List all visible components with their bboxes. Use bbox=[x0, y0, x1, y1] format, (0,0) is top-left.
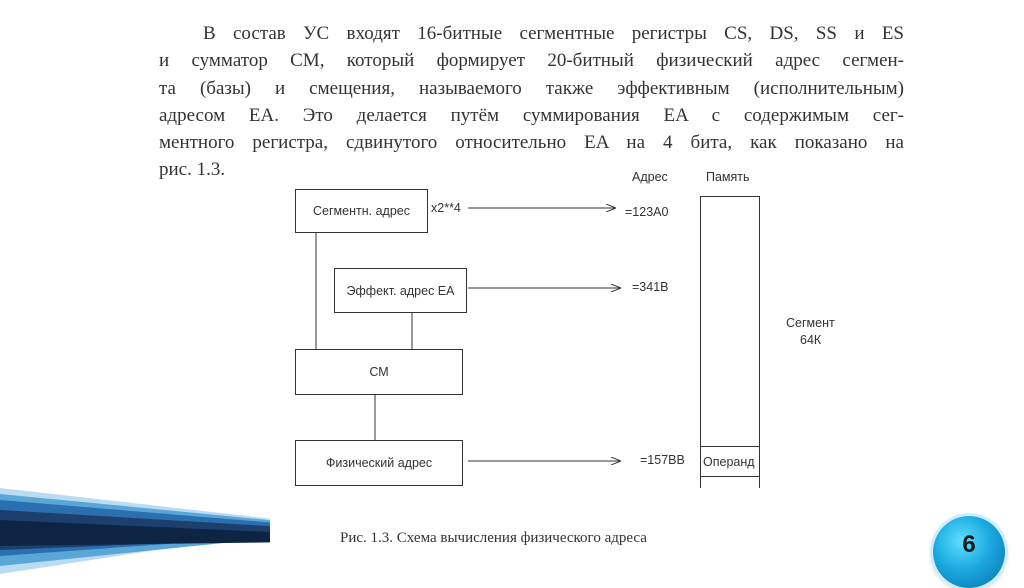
physical-address-box: Физический адрес bbox=[295, 440, 463, 486]
segment-size-label-line1: Сегмент bbox=[786, 316, 835, 330]
body-paragraph: В состав УС входят 16-битные сегментные … bbox=[159, 20, 904, 184]
paragraph-line: адресом EA. Это делается путём суммирова… bbox=[159, 104, 904, 126]
adder-box: СМ bbox=[295, 349, 463, 395]
effective-address-value: =341B bbox=[632, 280, 669, 294]
memory-header: Память bbox=[706, 170, 750, 184]
paragraph-line: рис. 1.3. bbox=[159, 159, 226, 181]
paragraph-line: ментного регистра, сдвинутого относитель… bbox=[159, 132, 904, 154]
paragraph-line: и сумматор СМ, который формирует 20-битн… bbox=[159, 50, 904, 72]
segment-address-label: Сегментн. адрес bbox=[313, 204, 410, 218]
physical-address-label: Физический адрес bbox=[325, 456, 433, 470]
segment-size-label-line2: 64К bbox=[800, 333, 822, 347]
figure-caption: Рис. 1.3. Схема вычисления физического а… bbox=[340, 530, 647, 546]
effective-address-box: Эффект. адрес EA bbox=[334, 268, 467, 313]
segment-address-box: Сегментн. адрес bbox=[295, 189, 428, 233]
page-number-badge: 6 bbox=[933, 516, 1005, 588]
physical-address-value: =157BB bbox=[640, 453, 685, 467]
shift-label: x2**4 bbox=[431, 201, 461, 215]
memory-operand-top bbox=[700, 446, 760, 447]
paragraph-line: В состав УС входят 16-битные сегментные … bbox=[203, 23, 904, 44]
memory-segment-top bbox=[700, 196, 760, 197]
paragraph-line: та (базы) и смещения, называемого также … bbox=[159, 77, 904, 99]
diagram-connectors bbox=[315, 0, 1024, 574]
page-number: 6 bbox=[962, 531, 976, 558]
adder-label: СМ bbox=[369, 365, 389, 379]
segment-address-value: =123A0 bbox=[625, 205, 669, 219]
address-header: Адрес bbox=[632, 170, 668, 184]
operand-label: Операнд bbox=[703, 455, 755, 469]
memory-operand-bottom bbox=[700, 476, 760, 477]
memory-column bbox=[700, 196, 760, 488]
effective-address-label: Эффект. адрес EA bbox=[346, 283, 455, 298]
